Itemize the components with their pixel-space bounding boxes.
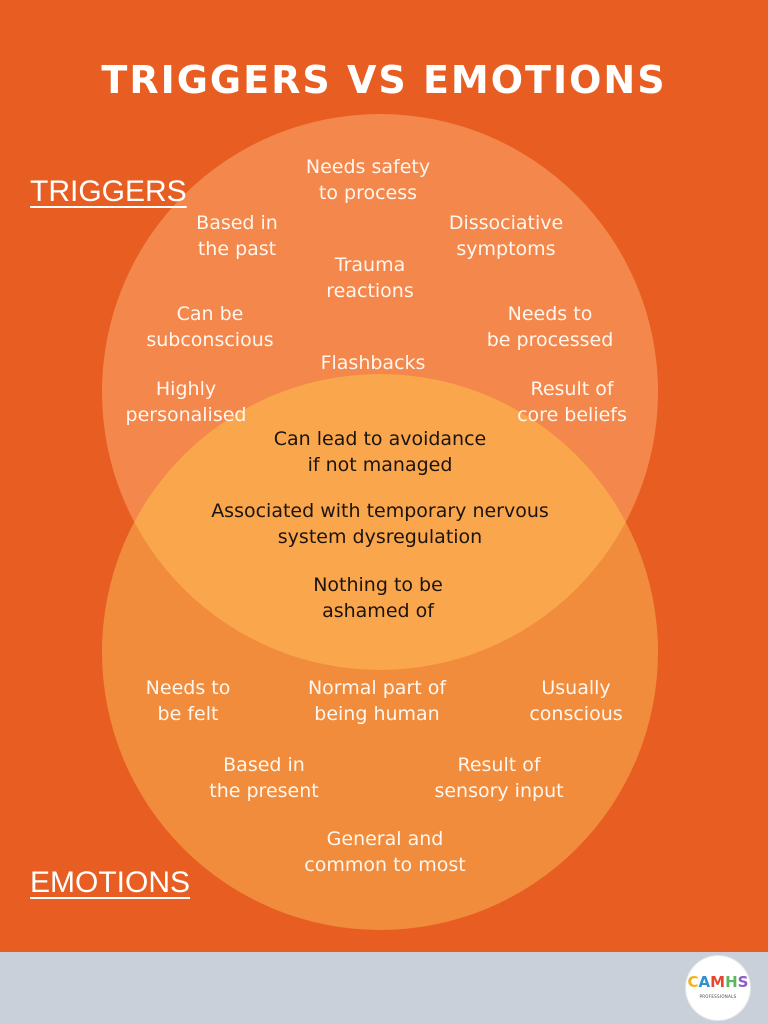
emotions-item-line: being human [314,703,440,725]
triggers-item: Result of core beliefs [517,376,627,428]
overlap-item-line: Associated with temporary nervous [211,500,549,522]
triggers-item: Can be subconscious [146,301,273,353]
triggers-item-line: subconscious [146,329,274,351]
overlap-item-line: Nothing to be [313,574,443,596]
emotions-item: Usually conscious [529,675,622,727]
emotions-item-line: be felt [157,703,219,725]
emotions-label: EMOTIONS [30,866,191,899]
overlap-item-line: if not managed [307,454,453,476]
triggers-item-line: the past [197,238,277,260]
venn-diagram [102,114,658,930]
emotions-item-line: Needs to [145,677,231,699]
emotions-item: General and common to most [304,826,465,878]
logo-letter: C [687,973,699,991]
overlap-item: Nothing to be ashamed of [313,572,443,624]
triggers-item-line: symptoms [456,238,556,260]
logo-letter: M [710,973,726,991]
logo-subtext: PROFESSIONALS [699,994,737,999]
triggers-item-line: Flashbacks [320,352,426,374]
triggers-item: Highly personalised [126,376,247,428]
emotions-item-line: General and [326,828,444,850]
footer-bar [0,952,768,1024]
triggers-item: Based in the past [196,210,278,262]
emotions-item: Needs to be felt [146,675,231,727]
emotions-item: Result of sensory input [434,752,563,804]
overlap-item: Associated with temporary nervous system … [211,498,549,550]
triggers-item-line: reactions [326,280,414,302]
triggers-item-line: core beliefs [517,404,627,426]
triggers-item-line: Trauma [334,254,406,276]
triggers-item-line: be processed [486,329,614,351]
emotions-item-line: Result of [457,754,541,776]
triggers-item-line: personalised [125,404,247,426]
emotions-item-line: conscious [529,703,623,725]
overlap-item-line: Can lead to avoidance [273,428,487,450]
page-title: Triggers vs Emotions [101,58,667,102]
triggers-item: Needs to be processed [487,301,614,353]
triggers-item-line: Based in [196,212,278,234]
triggers-item-line: to process [318,182,418,204]
triggers-label: TRIGGERS [30,175,187,208]
logo-letters: CAMHS [686,973,750,991]
emotions-item: Based in the present [209,752,318,804]
emotions-item-line: common to most [304,854,466,876]
logo-letter: A [698,973,711,991]
triggers-item-line: Highly [155,378,217,400]
triggers-item-line: Dissociative [448,212,564,234]
emotions-item: Normal part of being human [308,675,446,727]
logo-letter: H [725,973,738,991]
triggers-item: Dissociative symptoms [449,210,563,262]
emotions-item-line: Normal part of [307,677,447,699]
overlap-item-line: ashamed of [322,600,434,622]
poster-canvas: Triggers vs Emotions TRIGGERS EMOTIONS N… [30,58,667,930]
logo-letter: S [737,973,749,991]
triggers-item-line: Can be [176,303,244,325]
emotions-item-line: the present [209,780,319,802]
triggers-item: Flashbacks [321,350,426,376]
emotions-item-line: Usually [541,677,611,699]
triggers-item-line: Needs safety [305,156,431,178]
triggers-item: Trauma reactions [326,252,413,304]
emotions-item-line: Based in [223,754,305,776]
triggers-item-line: Needs to [507,303,593,325]
overlap-item: Can lead to avoidance if not managed [274,426,487,478]
triggers-item: Needs safety to process [306,154,430,206]
camhs-logo: CAMHS PROFESSIONALS [686,956,750,1020]
overlap-region [102,374,658,670]
emotions-item-line: sensory input [434,780,564,802]
overlap-item-line: system dysregulation [277,526,483,548]
triggers-item-line: Result of [530,378,614,400]
